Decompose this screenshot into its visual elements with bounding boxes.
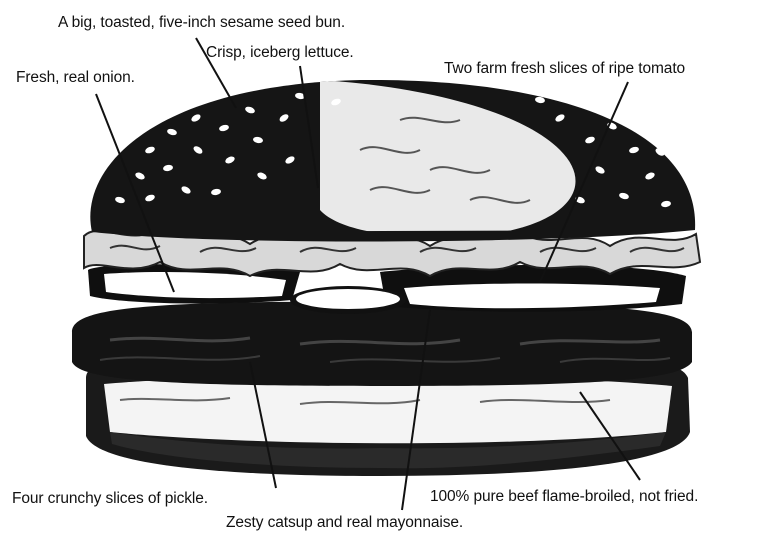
tomato-label: Two farm fresh slices of ripe tomato (444, 60, 685, 78)
pickle-label: Four crunchy slices of pickle. (12, 490, 208, 508)
lettuce-label: Crisp, iceberg lettuce. (206, 44, 354, 62)
condiments-label: Zesty catsup and real mayonnaise. (226, 514, 463, 532)
top-bun (90, 80, 695, 242)
beef-patty (72, 302, 692, 386)
onion-slice (290, 286, 406, 314)
onion-label: Fresh, real onion. (16, 69, 135, 87)
bun-label: A big, toasted, five-inch sesame seed bu… (58, 14, 345, 32)
beef-label: 100% pure beef flame-broiled, not fried. (430, 488, 698, 506)
